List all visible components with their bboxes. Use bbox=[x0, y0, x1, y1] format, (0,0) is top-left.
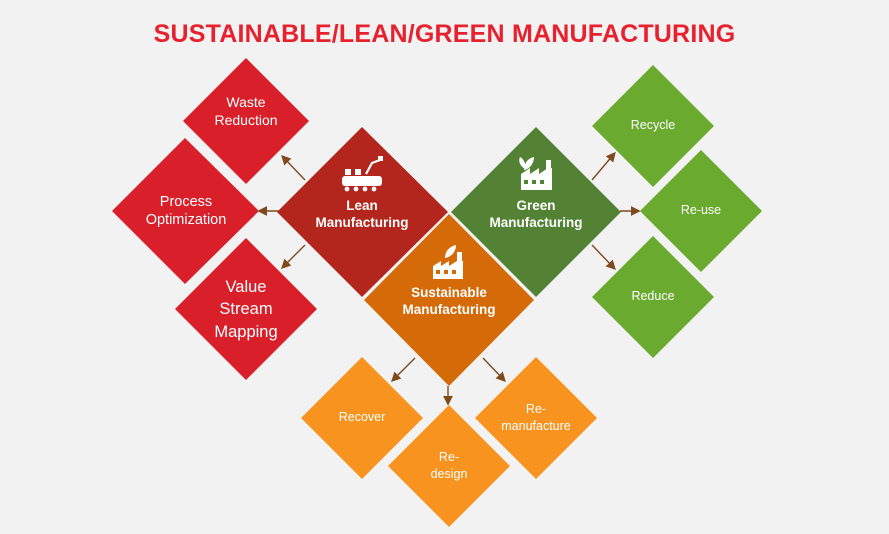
green-manufacturing-diamond bbox=[451, 127, 621, 297]
arrow-sus-remanufacture bbox=[482, 357, 506, 383]
reuse-label: Re-use bbox=[680, 203, 722, 217]
waste-reduction-diamond bbox=[183, 58, 309, 184]
value-stream-mapping-line1: Value bbox=[225, 278, 267, 296]
arrow-sus-recover bbox=[391, 357, 416, 382]
reduce-diamond bbox=[592, 236, 714, 358]
page-title: SUSTAINABLE/LEAN/GREEN MANUFACTURING bbox=[153, 20, 736, 48]
process-optimization-line1: Process bbox=[159, 194, 213, 210]
redesign-label: Re- design bbox=[399, 449, 499, 483]
remanufacture-label: Re- manufacture bbox=[486, 401, 586, 435]
recover-diamond bbox=[301, 357, 423, 479]
green-manufacturing-label: Green Manufacturing bbox=[476, 198, 596, 232]
reuse-diamond bbox=[640, 150, 762, 272]
arrow-green-recycle bbox=[591, 151, 616, 181]
recover-label: Recover bbox=[338, 410, 386, 424]
sustainable-hub-line1: Sustainable bbox=[411, 285, 487, 300]
factory-conveyor-icon bbox=[342, 156, 383, 192]
arrow-lean-value bbox=[281, 244, 306, 269]
lean-manufacturing-label: Lean Manufacturing bbox=[302, 198, 422, 232]
sustainable-manufacturing-diamond bbox=[364, 214, 534, 386]
green-hub-line2: Manufacturing bbox=[489, 214, 583, 230]
redesign-line1: Re- bbox=[438, 450, 460, 464]
green-hub-line1: Green bbox=[516, 198, 556, 213]
process-optimization-line2: Optimization bbox=[145, 212, 227, 229]
lean-hub-line1: Lean bbox=[346, 198, 378, 213]
redesign-line2: design bbox=[430, 466, 468, 481]
value-stream-mapping-line3: Mapping bbox=[214, 322, 278, 341]
arrow-green-reduce bbox=[591, 244, 616, 271]
remanufacture-diamond bbox=[475, 357, 597, 479]
recycle-diamond bbox=[592, 65, 714, 187]
remanufacture-line1: Re- bbox=[525, 402, 547, 416]
waste-reduction-label: Waste Reduction bbox=[196, 94, 296, 129]
reduce-label: Reduce bbox=[631, 289, 675, 303]
arrow-lean-waste bbox=[281, 154, 306, 181]
sustainable-manufacturing-label: Sustainable Manufacturing bbox=[384, 285, 514, 319]
recycle-label: Recycle bbox=[630, 118, 676, 132]
value-stream-mapping-label: Value Stream Mapping bbox=[196, 276, 296, 343]
sustainable-factory-icon bbox=[433, 245, 463, 279]
value-stream-mapping-line2: Stream bbox=[219, 300, 273, 319]
green-factory-leaf-icon bbox=[519, 157, 552, 190]
lean-manufacturing-diamond bbox=[277, 127, 448, 297]
value-stream-mapping-diamond bbox=[175, 238, 317, 380]
waste-reduction-line2: Reduction bbox=[214, 111, 278, 128]
connector-arrows bbox=[257, 151, 641, 406]
remanufacture-line2: manufacture bbox=[501, 418, 571, 433]
waste-reduction-line1: Waste bbox=[226, 94, 266, 110]
lean-hub-line2: Manufacturing bbox=[315, 214, 409, 230]
redesign-diamond bbox=[388, 405, 510, 527]
process-optimization-label: Process Optimization bbox=[127, 193, 245, 229]
sustainable-hub-line2: Manufacturing bbox=[402, 301, 496, 317]
process-optimization-diamond bbox=[112, 138, 259, 284]
